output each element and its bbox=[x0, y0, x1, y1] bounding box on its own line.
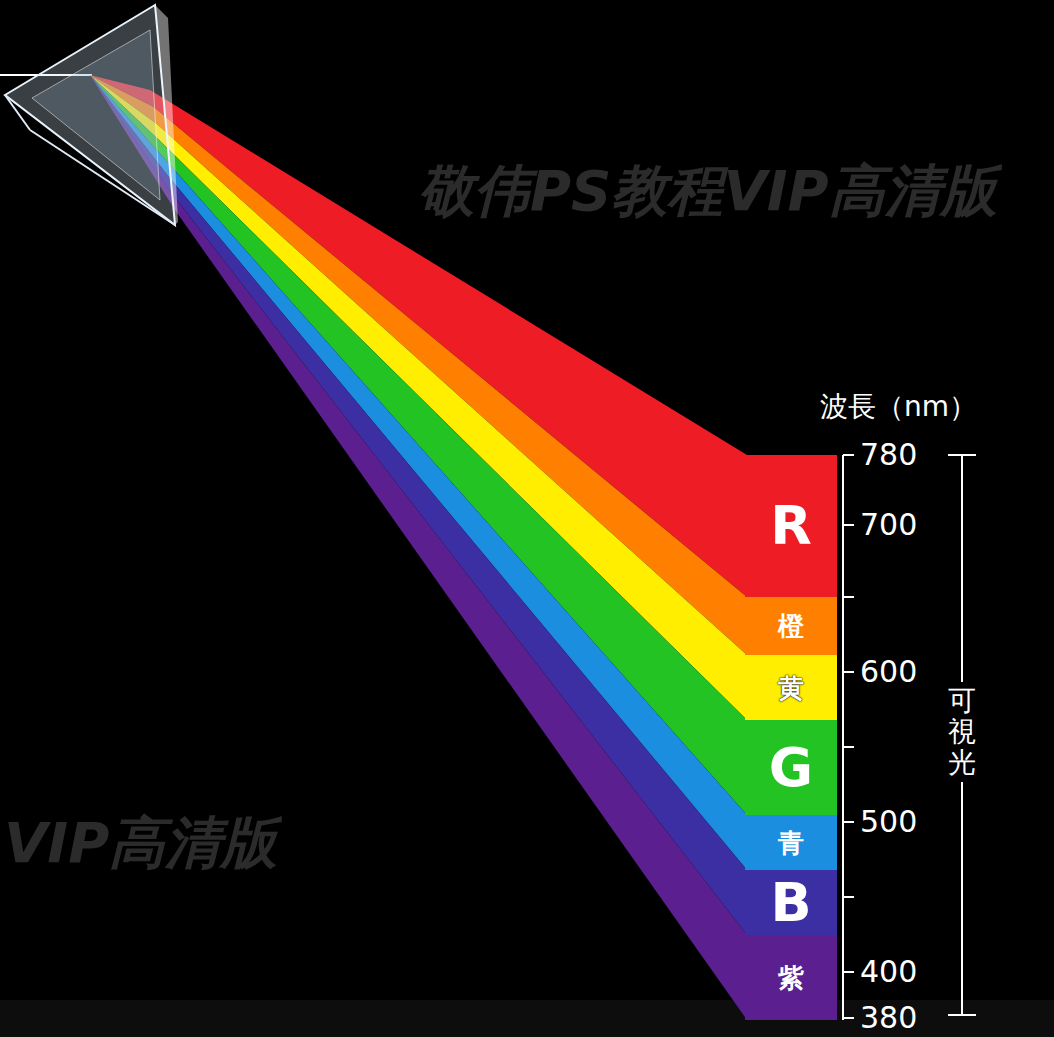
axis-tick bbox=[843, 971, 854, 973]
wavelength-tick: 500 bbox=[860, 807, 917, 837]
blue-band: B bbox=[745, 870, 837, 935]
band-label: 橙 bbox=[778, 613, 804, 639]
visible-range-bracket bbox=[948, 455, 976, 1015]
prism-edge bbox=[30, 130, 175, 225]
band-label: G bbox=[769, 741, 813, 795]
bracket-cap bbox=[948, 1014, 976, 1016]
watermark: VIP高清版 bbox=[4, 815, 277, 871]
axis-tick bbox=[843, 746, 854, 748]
band-label: 黄 bbox=[778, 675, 804, 701]
prism-face bbox=[5, 5, 175, 225]
axis-tick bbox=[843, 524, 854, 526]
wavelength-tick: 600 bbox=[860, 657, 917, 687]
axis-line bbox=[842, 455, 844, 1020]
prism bbox=[5, 5, 178, 225]
axis-tick bbox=[843, 821, 854, 823]
axis-tick bbox=[843, 671, 854, 673]
wavelength-tick: 780 bbox=[860, 440, 917, 470]
watermark: 敬伟PS教程VIP高清版 bbox=[418, 163, 997, 219]
wavelength-axis bbox=[843, 455, 854, 1020]
violet-band: 紫 bbox=[745, 935, 837, 1020]
wavelength-tick: 700 bbox=[860, 510, 917, 540]
band-label: 青 bbox=[778, 830, 804, 856]
bracket-cap bbox=[948, 454, 976, 456]
prism-edge bbox=[5, 95, 30, 130]
range-label: 可視光 bbox=[948, 682, 976, 782]
band-label: B bbox=[770, 876, 811, 930]
axis-tick bbox=[843, 896, 854, 898]
axis-tick bbox=[843, 1017, 854, 1019]
band-label: R bbox=[770, 499, 812, 553]
wavelength-tick: 400 bbox=[860, 957, 917, 987]
player-bar bbox=[0, 1000, 1054, 1037]
prism-inner-face bbox=[32, 30, 160, 200]
band-label: 紫 bbox=[778, 965, 804, 991]
axis-tick bbox=[843, 454, 854, 456]
cyan-band: 青 bbox=[745, 815, 837, 870]
orange-band: 橙 bbox=[745, 597, 837, 655]
red-band: R bbox=[745, 455, 837, 597]
axis-title: 波長（nm） bbox=[820, 393, 977, 421]
yellow-band: 黄 bbox=[745, 655, 837, 720]
axis-tick bbox=[843, 596, 854, 598]
green-band: G bbox=[745, 720, 837, 815]
wavelength-tick: 380 bbox=[860, 1003, 917, 1033]
